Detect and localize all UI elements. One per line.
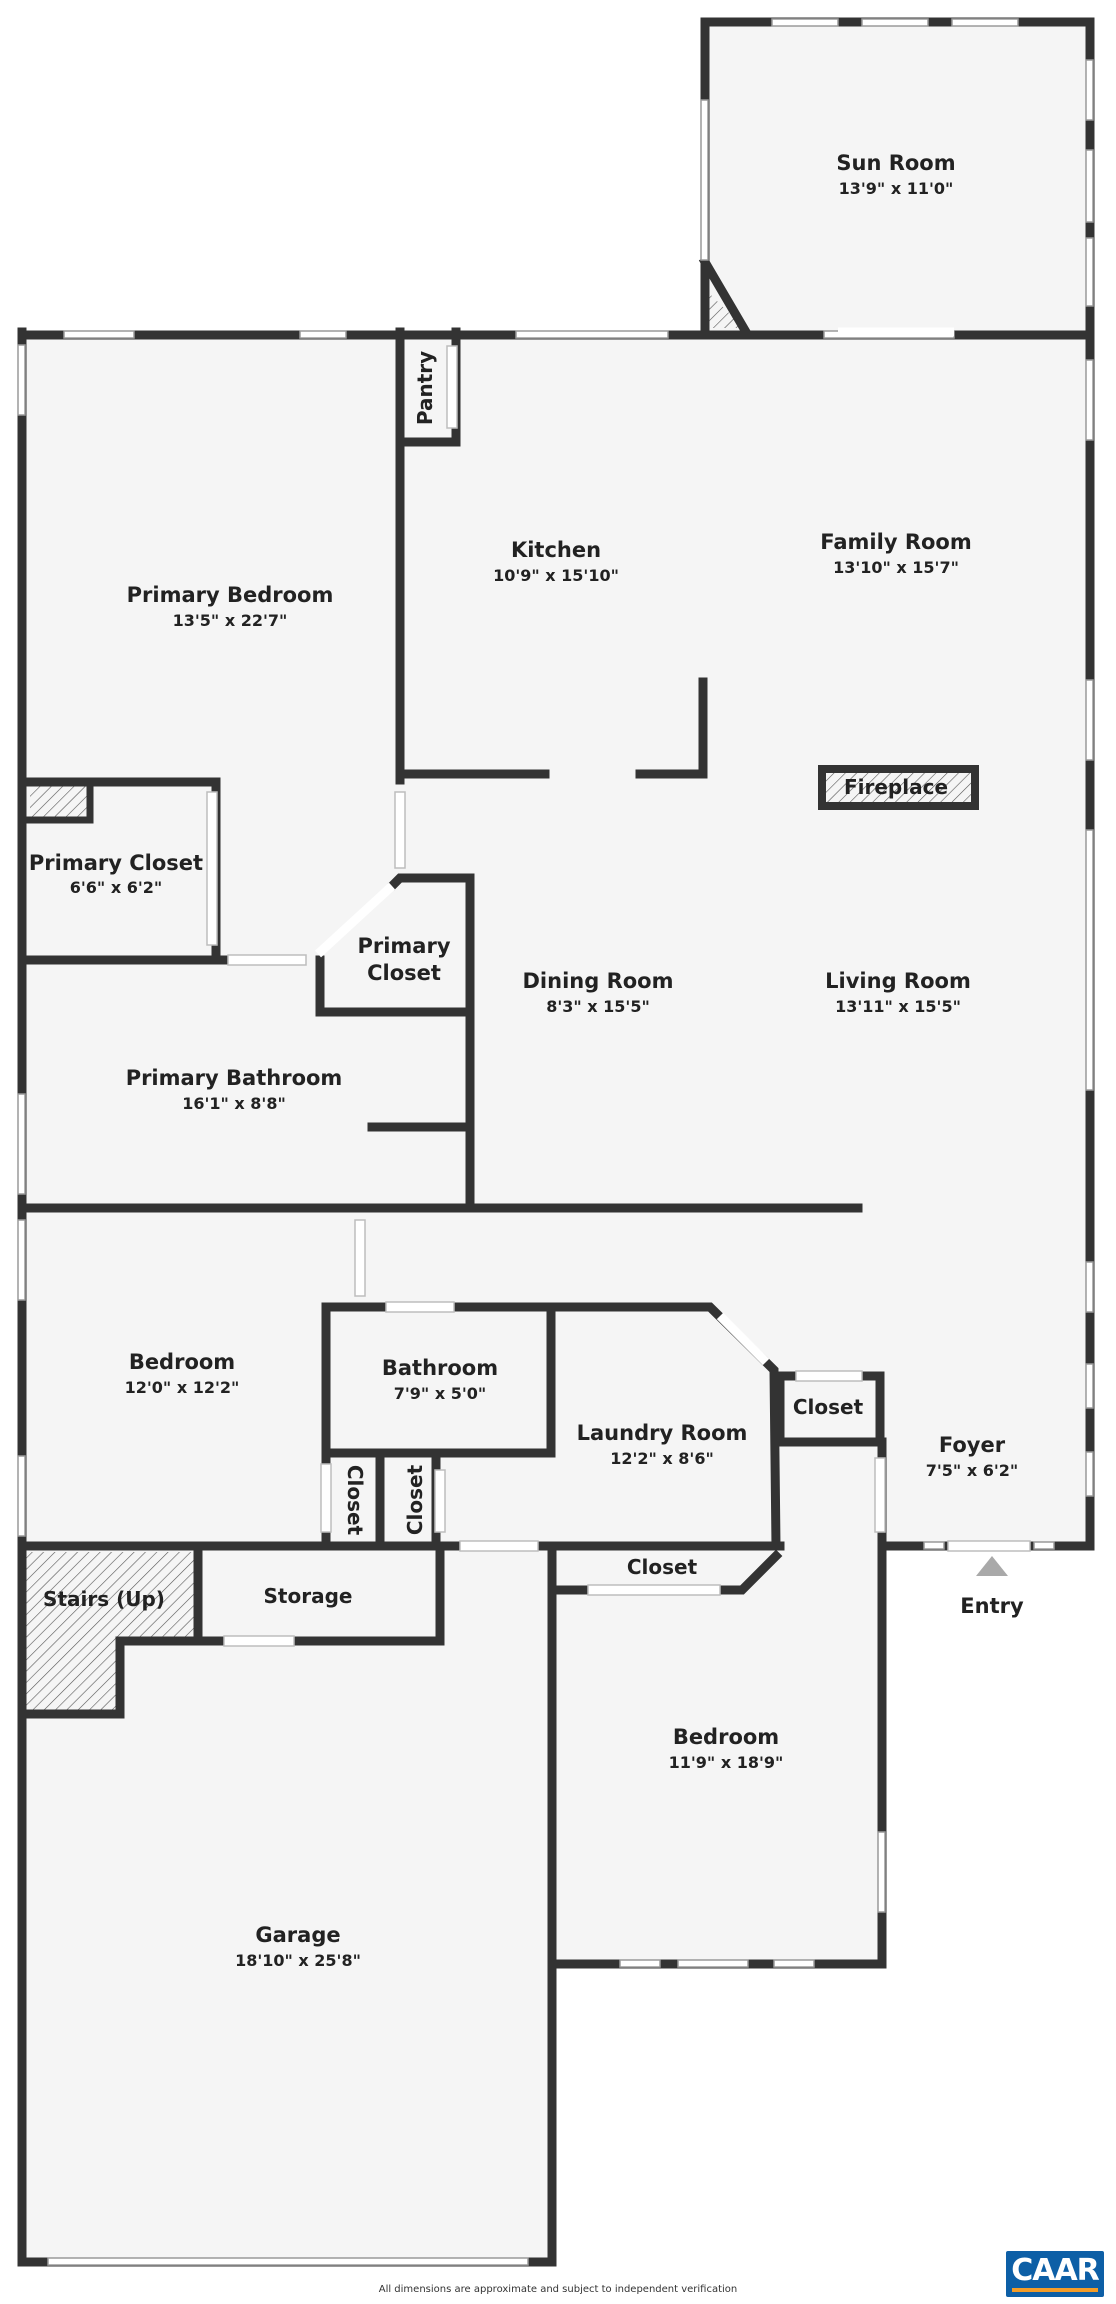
primary-closet-2-line2: Closet: [367, 961, 441, 985]
door-openings: [207, 327, 1030, 1646]
family-room-name: Family Room: [820, 530, 971, 554]
door-outlines: [206, 345, 1031, 1647]
bedroom-1-dim: 12'0" x 12'2": [125, 1378, 240, 1397]
laundry-room-name: Laundry Room: [577, 1421, 748, 1445]
disclaimer-text: All dimensions are approximate and subje…: [378, 2284, 738, 2295]
primary-bedroom-name: Primary Bedroom: [127, 583, 334, 607]
sun-room-name: Sun Room: [836, 151, 955, 175]
floor-fills: [22, 22, 1089, 2262]
bedroom-1-name: Bedroom: [129, 1350, 235, 1374]
kitchen-name: Kitchen: [511, 538, 601, 562]
room-labels: Sun Room 13'9" x 11'0" Pantry Kitchen 10…: [29, 151, 1024, 1970]
primary-closet-name: Primary Closet: [29, 851, 203, 875]
windows: [17, 18, 1094, 2266]
primary-bathroom-dim: 16'1" x 8'8": [182, 1094, 286, 1113]
bathroom-name: Bathroom: [382, 1356, 498, 1380]
primary-closet-dim: 6'6" x 6'2": [70, 878, 162, 897]
caar-logo: CAAR: [1006, 2251, 1104, 2297]
entry-label: Entry: [960, 1594, 1024, 1618]
stairs-name: Stairs (Up): [43, 1587, 165, 1611]
bathroom-dim: 7'9" x 5'0": [394, 1384, 486, 1403]
primary-closet-hatch: [30, 782, 88, 820]
storage-name: Storage: [264, 1584, 353, 1608]
logo-text: CAAR: [1011, 2253, 1100, 2288]
primary-bedroom-dim: 13'5" x 22'7": [173, 611, 288, 630]
closet-a-name: Closet: [343, 1465, 367, 1536]
foyer-name: Foyer: [939, 1433, 1006, 1457]
dining-room-name: Dining Room: [523, 969, 674, 993]
living-room-dim: 13'11" x 15'5": [835, 997, 961, 1016]
fireplace-name: Fireplace: [844, 775, 948, 799]
foyer-dim: 7'5" x 6'2": [926, 1461, 1018, 1480]
garage-dim: 18'10" x 25'8": [235, 1951, 361, 1970]
fireplace-hatch: [822, 770, 974, 804]
stairs-hatch: [26, 1552, 194, 1714]
dining-room-dim: 8'3" x 15'5": [546, 997, 650, 1016]
primary-bathroom-name: Primary Bathroom: [126, 1066, 343, 1090]
logo-stripe: [1012, 2288, 1098, 2292]
laundry-room-dim: 12'2" x 8'6": [610, 1449, 714, 1468]
primary-closet-2-line1: Primary: [357, 934, 450, 958]
pantry-name: Pantry: [413, 351, 437, 425]
garage-name: Garage: [255, 1923, 340, 1947]
living-room-name: Living Room: [825, 969, 971, 993]
bedroom-2-dim: 11'9" x 18'9": [669, 1753, 784, 1772]
sun-room-dim: 13'9" x 11'0": [839, 179, 954, 198]
closet-b-name: Closet: [403, 1464, 427, 1535]
kitchen-dim: 10'9" x 15'10": [493, 566, 619, 585]
entry-arrow-icon: [976, 1556, 1008, 1576]
closet-bedroom-name: Closet: [627, 1555, 698, 1579]
bedroom-2-name: Bedroom: [673, 1725, 779, 1749]
closet-foyer-name: Closet: [793, 1395, 864, 1419]
family-room-dim: 13'10" x 15'7": [833, 558, 959, 577]
